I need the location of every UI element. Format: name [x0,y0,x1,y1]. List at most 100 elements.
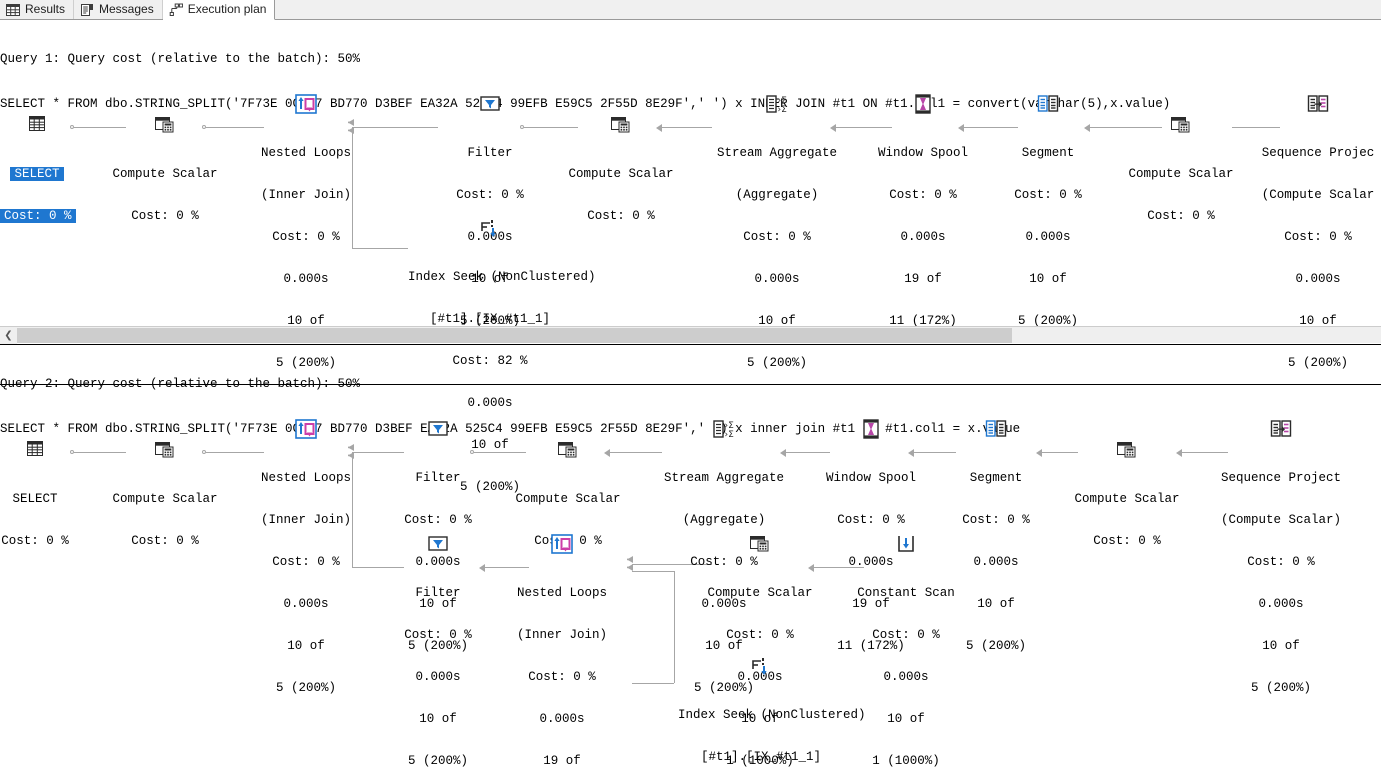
plan-node-segment-line-2: 0.000s [1025,230,1071,244]
plan-node-q2-stream-aggregate[interactable]: ›Σ ›Σ Stream Aggregate (Aggregate) Cost:… [647,389,801,723]
edge-q2-sequenceproject-to-computescalar3 [1180,452,1228,453]
plan-node-stream-aggregate-line-0: Stream Aggregate [716,146,838,160]
arrow-icon [908,448,914,457]
plan-node-filter-line-1: Cost: 0 % [456,188,524,202]
svg-text:›Σ: ›Σ [778,105,788,115]
plan-node-q2-window-spool-line-1: Cost: 0 % [837,513,905,527]
window-spool-icon [856,92,990,116]
plan-node-segment[interactable]: Segment Cost: 0 % 0.000s 10 of 5 (200%) [1000,64,1096,356]
plan-node-q2-window-spool[interactable]: Window Spool Cost: 0 % 0.000s 19 of 11 (… [804,389,938,681]
tab-results-label: Results [25,2,66,16]
plan-node-q2-stream-aggregate-line-1: (Aggregate) [682,513,766,527]
plan-node-q2-compute-scalar-4-line-3: 10 of [741,712,779,726]
message-list-icon [80,3,94,17]
plan-node-q2-sequence-project[interactable]: Sequence Project (Compute Scalar) Cost: … [1200,389,1362,723]
plan-node-q2-filter-1-line-2: 0.000s [415,555,461,569]
query1-sql-text: SELECT * FROM dbo.STRING_SPLIT('7F73E 0C… [0,97,1171,111]
plan-node-q2-select[interactable]: SELECT Cost: 0 % [0,410,70,576]
edge-q2-constantscan-to-computescalar4 [812,567,864,568]
plan-node-segment-line-4: 5 (200%) [1017,314,1078,328]
index-seek-icon [408,216,572,240]
plan-node-select[interactable]: SELECT Cost: 0 % [0,85,76,251]
plan-node-q2-sequence-project-line-2: Cost: 0 % [1247,555,1315,569]
compute-scalar-icon [695,532,825,556]
tab-execution-plan[interactable]: Execution plan [162,0,276,20]
edge-q2-nestedloops2-to-indexseek-top [632,571,674,572]
plan-node-q2-filter-1[interactable]: Filter Cost: 0 % 0.000s 10 of 5 (200%) [386,389,490,681]
edge-q2-nestedloops1-to-filter1 [352,452,404,453]
select-result-icon [0,438,70,462]
plan-node-q2-nested-loops-1[interactable]: Nested Loops (Inner Join) Cost: 0 % 0.00… [240,389,372,723]
connector-endpoint [520,125,524,129]
plan-node-q2-filter-1-line-1: Cost: 0 % [404,513,472,527]
plan-node-q2-index-seek[interactable]: Index Seek (NonClustered) [#t1].[IX_#t1_… [678,626,866,768]
plan-node-q2-sequence-project-line-1: (Compute Scalar) [1220,513,1342,527]
plan-node-index-seek-line-0: Index Seek (NonClustered) [408,270,596,284]
plan-node-q2-window-spool-line-0: Window Spool [825,471,916,485]
plan-node-q2-nested-loops-2[interactable]: Nested Loops (Inner Join) Cost: 0 % 0.00… [496,504,628,768]
plan-node-q2-filter-2-line-4: 5 (200%) [407,754,468,768]
query1-horizontal-scrollbar[interactable]: ❮ [0,326,1381,344]
tab-results[interactable]: Results [0,0,75,19]
plan-node-q2-segment-line-1: Cost: 0 % [962,513,1030,527]
plan-node-q2-compute-scalar-1-line-1: Cost: 0 % [131,534,199,548]
plan-node-q2-stream-aggregate-line-5: 5 (200%) [693,681,754,695]
plan-node-q2-index-seek-line-0: Index Seek (NonClustered) [678,708,866,722]
plan-node-q2-compute-scalar-1[interactable]: Compute Scalar Cost: 0 % [100,410,230,576]
plan-node-q2-nested-loops-1-line-4: 10 of [287,639,325,653]
scrollbar-thumb[interactable] [17,328,1012,343]
plan-node-q2-constant-scan-line-3: 10 of [887,712,925,726]
plan-node-q2-nested-loops-1-line-0: Nested Loops [260,471,351,485]
plan-node-compute-scalar-1-line-0: Compute Scalar [112,167,218,181]
plan-node-nested-loops-line-4: 10 of [287,314,325,328]
plan-node-index-seek[interactable]: Index Seek (NonClustered) [#t1].[IX_#t1_… [408,188,596,522]
compute-scalar-icon [556,113,686,137]
arrow-icon [1036,448,1042,457]
tab-messages-label: Messages [99,2,154,16]
plan-node-q2-nested-loops-1-line-2: Cost: 0 % [272,555,340,569]
plan-node-q2-nested-loops-2-line-4: 19 of [543,754,581,768]
plan-node-q2-filter-2[interactable]: Filter Cost: 0 % 0.000s 10 of 5 (200%) [386,504,490,768]
plan-node-window-spool[interactable]: Window Spool Cost: 0 % 0.000s 19 of 11 (… [856,64,990,356]
plan-node-q2-compute-scalar-3[interactable]: Compute Scalar Cost: 0 % [1062,410,1192,576]
plan-node-filter[interactable]: Filter Cost: 0 % 0.000s 10 of 5 (200%) [438,64,542,356]
plan-node-sequence-project[interactable]: Sequence Projec (Compute Scalar Cost: 0 … [1258,64,1381,398]
edge-select-to-computescalar1 [74,127,126,128]
plan-node-q2-segment[interactable]: Segment Cost: 0 % 0.000s 10 of 5 (200%) [948,389,1044,681]
filter-icon [386,417,490,441]
plan-node-q2-window-spool-line-3: 19 of [852,597,890,611]
plan-node-compute-scalar-1[interactable]: Compute Scalar Cost: 0 % [100,85,230,251]
plan-node-window-spool-line-1: Cost: 0 % [889,188,957,202]
select-result-icon [0,113,74,137]
double-arrow-icon [343,118,355,136]
plan-node-compute-scalar-3[interactable]: Compute Scalar Cost: 0 % [1116,85,1246,251]
plan-node-sequence-project-line-4: 10 of [1299,314,1337,328]
plan-node-stream-aggregate[interactable]: ›Σ ›Σ Stream Aggregate (Aggregate) Cost:… [700,64,854,398]
plan-node-q2-compute-scalar-4[interactable]: Compute Scalar Cost: 0 % 0.000s 10 of 1 … [695,504,825,768]
plan-node-filter-line-4: 5 (200%) [459,314,520,328]
plan-node-index-seek-line-5: 5 (200%) [459,480,520,494]
plan-node-compute-scalar-2[interactable]: Compute Scalar Cost: 0 % [556,85,686,251]
plan-node-segment-line-1: Cost: 0 % [1014,188,1082,202]
query1-cost-line: Query 1: Query cost (relative to the bat… [0,52,361,66]
plan-node-nested-loops-line-2: Cost: 0 % [272,230,340,244]
plan-node-q2-compute-scalar-4-line-4: 1 (1000%) [726,754,794,768]
query2-plan-canvas[interactable]: SELECT Cost: 0 % Compute Scalar Cost: 0 … [0,386,1381,768]
plan-node-stream-aggregate-line-5: 5 (200%) [746,356,807,370]
edge-q2-nestedloops2-to-filter2 [483,567,529,568]
plan-node-q2-sequence-project-line-4: 10 of [1262,639,1300,653]
plan-node-index-seek-line-4: 10 of [471,438,509,452]
tab-messages[interactable]: Messages [74,0,163,19]
plan-node-q2-select-line-1: Cost: 0 % [1,534,69,548]
plan-node-q2-index-seek-line-1: [#t1].[IX_#t1_1] [700,750,822,764]
edge-nestedloops-to-indexseek [352,248,408,249]
query1-plan-canvas[interactable]: SELECT Cost: 0 % Compute Scalar Cost: 0 … [0,58,1381,494]
plan-node-nested-loops[interactable]: Nested Loops (Inner Join) Cost: 0 % 0.00… [240,64,372,398]
scroll-left-arrow-icon[interactable]: ❮ [0,327,17,344]
edge-q2-select-to-computescalar1 [74,452,126,453]
plan-node-sequence-project-line-1: (Compute Scalar [1261,188,1375,202]
plan-node-window-spool-line-4: 11 (172%) [889,314,957,328]
plan-node-window-spool-line-3: 19 of [904,272,942,286]
plan-node-q2-constant-scan[interactable]: Constant Scan Cost: 0 % 0.000s 10 of 1 (… [842,504,970,768]
sequence-project-icon [1200,417,1362,441]
